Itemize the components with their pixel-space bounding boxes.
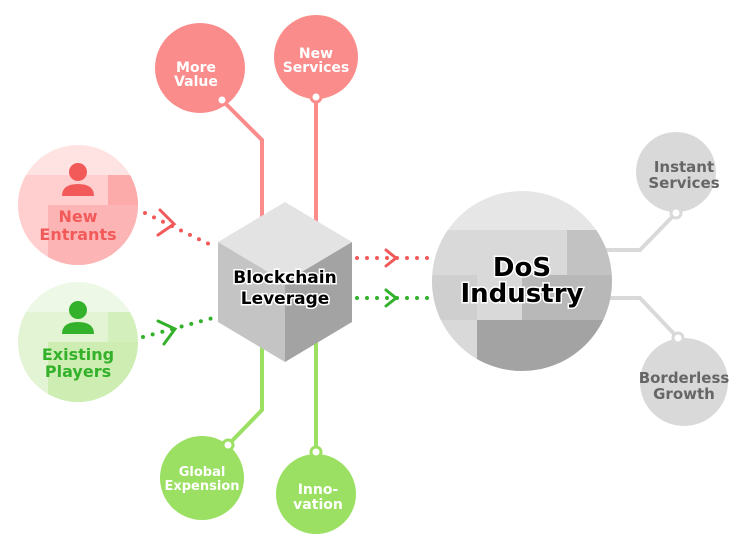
node-label: Services bbox=[283, 60, 350, 76]
node-existing-players: Existing Players bbox=[18, 282, 138, 402]
person-icon bbox=[62, 163, 94, 196]
node-borderless-growth: Borderless Growth bbox=[639, 331, 730, 426]
node-label: vation bbox=[293, 497, 343, 513]
node-label: New bbox=[299, 46, 333, 62]
node-label: Global bbox=[179, 465, 226, 480]
node-label: More bbox=[176, 60, 216, 76]
node-label: Value bbox=[174, 74, 218, 90]
chevron-icon bbox=[384, 288, 399, 308]
node-label: Borderless bbox=[639, 369, 730, 387]
node-label: Instant bbox=[654, 158, 714, 176]
node-instant-services: Instant Services bbox=[636, 132, 720, 220]
person-icon bbox=[62, 301, 94, 334]
node-more-value: More Value bbox=[155, 23, 245, 113]
node-label: Expension bbox=[164, 479, 239, 494]
node-innovation: Inno- vation bbox=[276, 445, 356, 534]
chevron-icon bbox=[156, 208, 177, 237]
node-label: Existing bbox=[42, 345, 114, 364]
target-label: DoS bbox=[493, 253, 551, 283]
node-label: Entrants bbox=[39, 225, 116, 244]
chevron-icon bbox=[384, 248, 399, 268]
node-global-expension: Global Expension bbox=[160, 436, 244, 520]
node-label: New bbox=[58, 207, 97, 226]
arrow-new-entrants bbox=[143, 211, 215, 248]
connector-borderless-growth bbox=[605, 296, 680, 340]
connector-more-value bbox=[220, 98, 264, 218]
center-label: Leverage bbox=[241, 289, 330, 309]
target-label: Industry bbox=[461, 279, 584, 309]
center-label: Blockchain bbox=[233, 268, 336, 288]
node-new-entrants: New Entrants bbox=[18, 145, 138, 265]
node-label: Services bbox=[648, 174, 719, 192]
chevron-icon bbox=[156, 319, 178, 346]
node-label: Players bbox=[45, 362, 111, 381]
node-label: Growth bbox=[653, 385, 715, 403]
node-label: Inno- bbox=[298, 482, 339, 498]
node-dos-industry: DoS Industry bbox=[432, 191, 612, 371]
connector-instant-services bbox=[605, 211, 678, 252]
blockchain-cube: Blockchain Leverage bbox=[218, 202, 352, 362]
connector-global-expension bbox=[226, 345, 264, 447]
arrow-existing-players bbox=[141, 316, 215, 339]
node-new-services: New Services bbox=[274, 15, 358, 104]
